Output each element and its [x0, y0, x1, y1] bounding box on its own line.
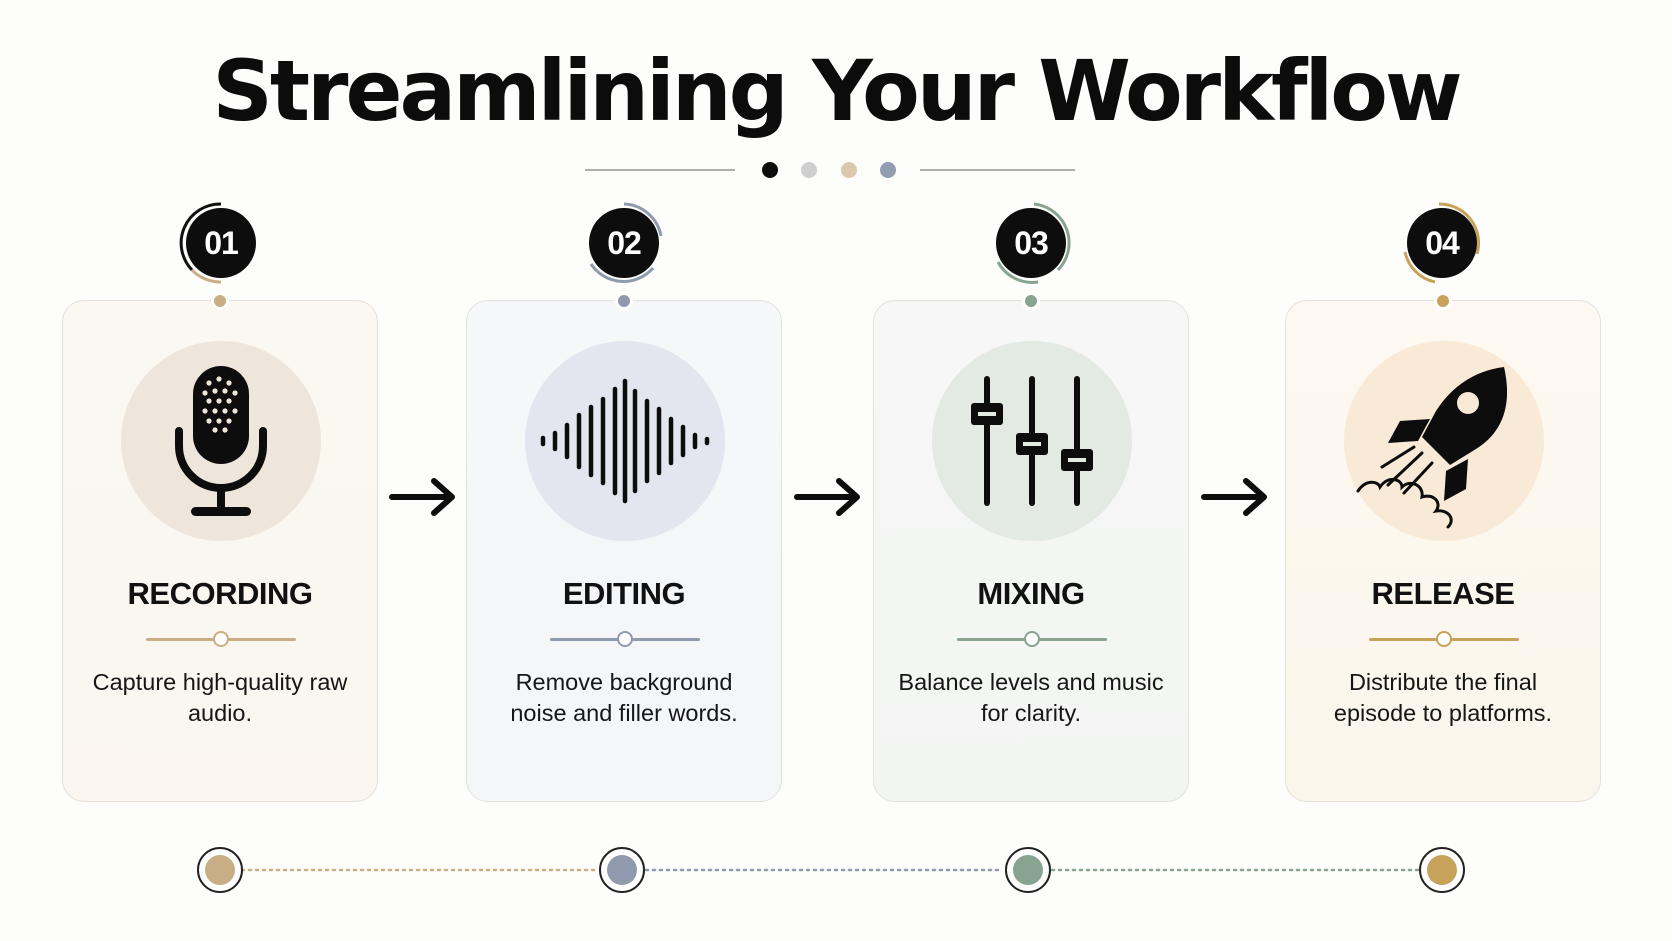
name-divider	[550, 631, 700, 647]
divider-dot-dark	[762, 162, 778, 178]
rocket-icon	[1356, 367, 1508, 529]
icon-circle	[121, 341, 321, 541]
arrow-right-icon	[794, 478, 860, 516]
step-number-badge-03: 03	[996, 208, 1066, 278]
microphone-icon	[175, 366, 267, 516]
icon-circle	[525, 341, 725, 541]
card-connector-dot	[615, 292, 633, 310]
page-title: Streamlining Your Workflow	[212, 42, 1462, 140]
step-name: MIXING	[977, 576, 1085, 611]
card-base	[1284, 773, 1602, 813]
arrow-right-icon	[1201, 478, 1267, 516]
step-card-recording[interactable]: RECORDING Capture high-quality raw audio…	[61, 292, 379, 813]
card-base	[872, 773, 1190, 813]
card-connector-dot	[1434, 292, 1452, 310]
divider-dot-beige	[841, 162, 857, 178]
timeline-node-02	[599, 847, 645, 893]
step-card-release[interactable]: RELEASE Distribute the final episode to …	[1284, 292, 1602, 813]
mixer-sliders-icon	[971, 376, 1093, 506]
step-name: RECORDING	[127, 576, 313, 611]
title-divider	[585, 156, 1075, 186]
timeline-node-04	[1419, 847, 1465, 893]
name-divider	[146, 631, 296, 647]
step-card-editing[interactable]: EDITING Remove background noise and fill…	[465, 292, 783, 813]
step-description: Remove background noise and filler words…	[510, 669, 738, 726]
step-number-badge-02: 02	[589, 208, 659, 278]
badge-ring-02	[589, 202, 663, 283]
name-divider	[957, 631, 1107, 647]
timeline-node-03	[1005, 847, 1051, 893]
badge-ring-01	[179, 202, 222, 284]
arrow-right-icon	[389, 478, 455, 516]
card-connector-dot	[1022, 292, 1040, 310]
step-name: RELEASE	[1371, 576, 1515, 611]
card-base	[465, 773, 783, 813]
divider-line-right	[920, 169, 1075, 171]
step-description: Balance levels and music for clarity.	[898, 669, 1164, 726]
card-base	[61, 773, 379, 813]
step-card-mixing[interactable]: MIXING Balance levels and music for clar…	[872, 292, 1190, 813]
badge-ring-04	[1403, 202, 1481, 284]
divider-dot-slate	[880, 162, 896, 178]
timeline-node-01	[197, 847, 243, 893]
step-name: EDITING	[562, 576, 686, 611]
divider-line-left	[585, 169, 735, 171]
waveform-icon	[540, 378, 710, 504]
step-description: Capture high-quality raw audio.	[92, 669, 348, 726]
divider-dot-gray	[801, 162, 817, 178]
bottom-timeline	[0, 845, 1672, 895]
step-number-badge-01: 01	[186, 208, 256, 278]
card-connector-dot	[211, 292, 229, 310]
step-description: Distribute the final episode to platform…	[1333, 669, 1553, 726]
icon-circle	[1344, 341, 1544, 541]
step-number-badge-04: 04	[1407, 208, 1477, 278]
name-divider	[1369, 631, 1519, 647]
badge-ring-03	[996, 202, 1071, 284]
icon-circle	[932, 341, 1132, 541]
